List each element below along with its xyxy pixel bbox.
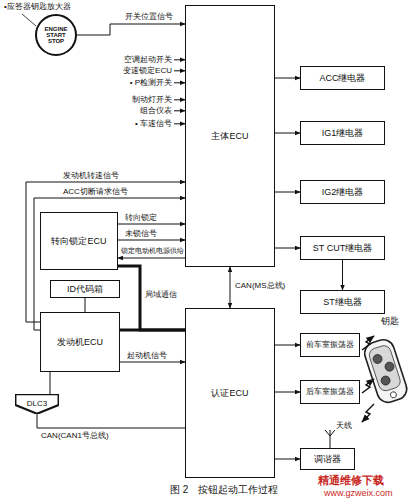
node-text: IG2继电器 [322, 187, 364, 197]
node-text: 调谐器 [314, 454, 341, 464]
signal-line [85, 298, 86, 312]
signal-line [275, 192, 300, 193]
node-text: 前车室振荡器 [306, 340, 354, 349]
signal-name: 变速锁定ECU [123, 66, 172, 76]
ecu-box: 认证ECU [185, 308, 275, 478]
watermark: www.gzweix.com [324, 488, 393, 499]
ecu-box: ID代码箱 [50, 280, 120, 298]
signal-label: 开关位置信号 [124, 12, 174, 21]
signal-line [118, 240, 185, 241]
input-arrow [174, 70, 185, 71]
radio-bolt [362, 336, 374, 350]
input-arrow [174, 99, 185, 100]
bus-line [118, 266, 185, 330]
node-text: IG1继电器 [322, 128, 364, 138]
signal-line [34, 198, 185, 330]
input-arrow [174, 82, 185, 83]
watermark: 精通维修下载 [318, 474, 384, 487]
input-arrow [174, 110, 185, 111]
figure-caption: 图 2 按钮起动工作过程 [170, 484, 278, 496]
signal-name: • P检测开关 [130, 78, 172, 88]
node-text: ENGINE START STOP [41, 26, 71, 45]
key-fob [362, 337, 410, 405]
signal-line [37, 414, 185, 428]
signal-name: 组合仪表 [140, 106, 172, 116]
ecu-box: IG2继电器 [300, 180, 385, 204]
ecu-box: 主体ECU [185, 5, 275, 267]
signal-line [275, 78, 300, 79]
key-ring [390, 391, 398, 399]
node-text: ST CUT继电器 [313, 243, 372, 253]
signal-line [118, 224, 185, 225]
signal-label: 转向锁定 [124, 213, 158, 222]
radio-bolt [362, 379, 374, 393]
signal-line [118, 258, 185, 259]
signal-name: 制动灯开关 [132, 95, 172, 105]
signal-label: 局域通信 [144, 290, 178, 299]
signal-line [120, 362, 185, 363]
ecu-box: ST继电器 [300, 290, 385, 314]
ecu-box: IG1继电器 [300, 121, 385, 145]
ecu-box: ST CUT继电器 [300, 236, 385, 260]
node-text: 认证ECU [211, 388, 248, 398]
key-body [362, 337, 410, 405]
signal-line [275, 345, 300, 346]
bus-line [120, 329, 185, 332]
ecu-box: ACC继电器 [300, 66, 385, 90]
part-name: 钥匙 [381, 316, 399, 327]
ecu-box: 发动机ECU [40, 312, 120, 372]
node-text: 转向锁定ECU [51, 236, 106, 246]
start-button: ENGINE START STOP [35, 14, 77, 56]
part-name: 天线 [336, 421, 352, 431]
signal-line [275, 392, 300, 393]
signal-line [342, 260, 343, 290]
signal-label: 锁定电动机电源供给 [120, 247, 185, 255]
key-button [380, 375, 391, 386]
part-name: •应答器钥匙放大器 [4, 2, 71, 12]
ecu-box: 前车室振荡器 [300, 333, 360, 357]
signal-label: 发动机转速信号 [62, 171, 120, 180]
node-text: DLC3 [27, 399, 47, 408]
ecu-box: 转向锁定ECU [40, 212, 118, 270]
signal-line [230, 267, 231, 308]
key-panel [368, 344, 403, 393]
antenna-symbol [325, 430, 335, 436]
node-text: 后车室振荡器 [306, 387, 354, 396]
input-arrow [174, 123, 185, 124]
node-text: ID代码箱 [67, 284, 103, 294]
signal-label: 起动机信号 [126, 351, 168, 360]
radio-bolt [362, 404, 374, 422]
node-text: ST继电器 [323, 297, 362, 307]
signal-label: 未锁信号 [124, 229, 158, 238]
signal-label: CAN(CAN1号总线) [40, 431, 110, 440]
ecu-box: 调谐器 [300, 448, 355, 470]
signal-label: CAN(MS总线) [234, 281, 286, 290]
signal-label: ACC切断请求信号 [62, 187, 129, 196]
signal-line [275, 133, 300, 134]
leader-line [22, 14, 36, 26]
node-text: 发动机ECU [57, 337, 103, 347]
key-button [372, 353, 383, 364]
signal-name: 空调起动开关 [124, 55, 172, 65]
signal-line [50, 372, 51, 394]
antenna-line [330, 430, 331, 448]
signal-line [275, 459, 300, 460]
connector-box: DLC3 [15, 394, 59, 414]
key-button [384, 361, 395, 372]
node-text: ACC继电器 [319, 73, 365, 83]
node-text: 主体ECU [211, 131, 248, 141]
signal-name: • 车速信号 [135, 119, 172, 129]
pentagon-shape [15, 394, 58, 414]
signal-line [26, 182, 185, 322]
signal-line [275, 248, 300, 249]
signal-line [77, 24, 185, 35]
input-arrow [174, 59, 185, 60]
ecu-box: 后车室振荡器 [300, 380, 360, 404]
